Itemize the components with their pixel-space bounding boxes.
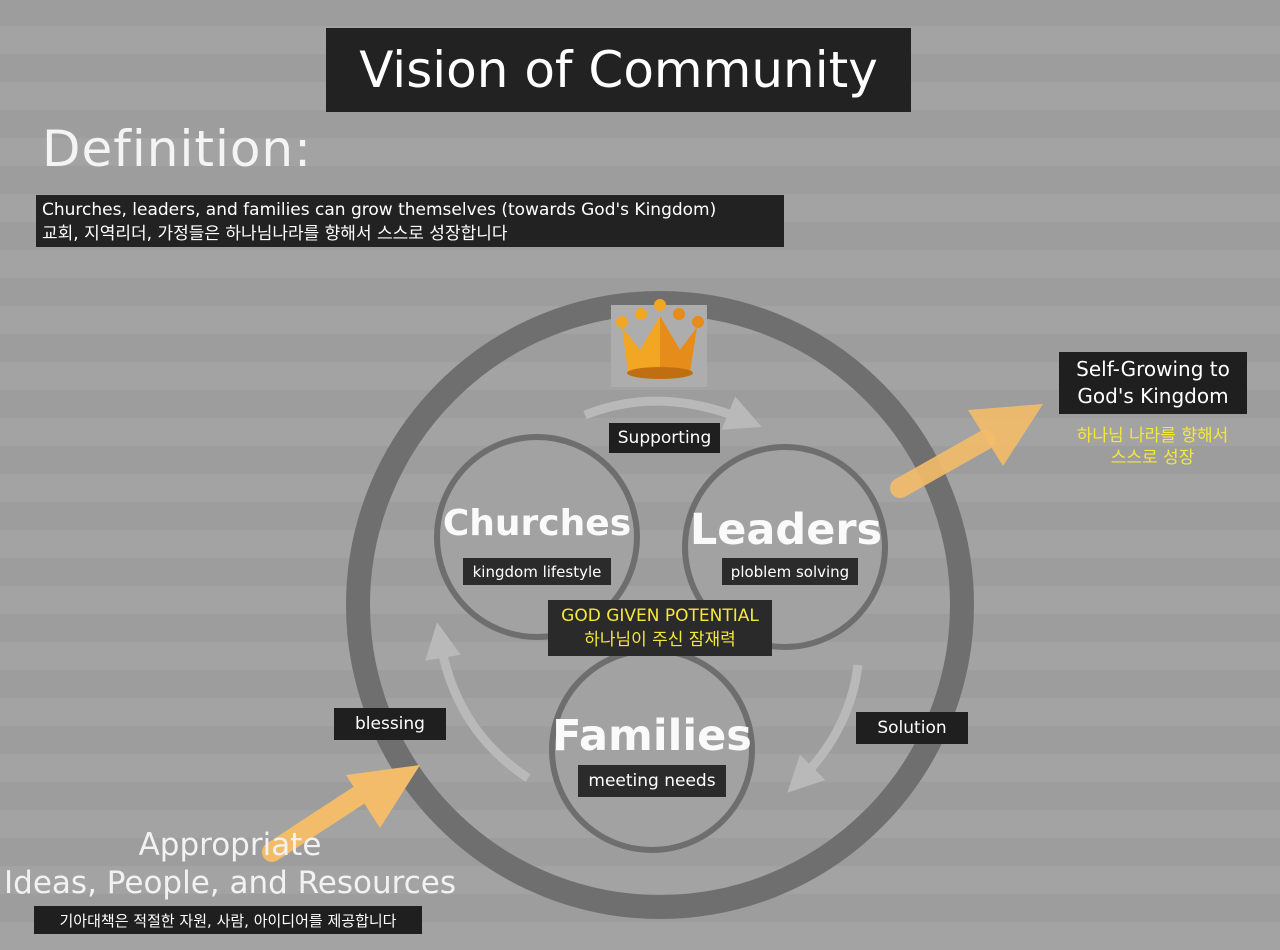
families-title: Families	[552, 711, 752, 761]
input-resources-text: Appropriate Ideas, People, and Resources	[0, 826, 460, 902]
leaders-title: Leaders	[689, 505, 883, 555]
definition-box: Churches, leaders, and families can grow…	[36, 195, 784, 247]
self-growing-line2: God's Kingdom	[1077, 384, 1229, 408]
churches-subtitle: kingdom lifestyle	[463, 558, 611, 585]
cycle-arrow-right	[787, 664, 863, 793]
families-subtitle: meeting needs	[578, 765, 726, 797]
potential-english: GOD GIVEN POTENTIAL	[561, 606, 759, 626]
cycle-arrow-top	[583, 396, 762, 430]
definition-english: Churches, leaders, and families can grow…	[42, 200, 717, 220]
page-title: Vision of Community	[326, 28, 911, 112]
churches-title: Churches	[442, 503, 632, 544]
supporting-label: Supporting	[609, 423, 720, 453]
output-arrow-icon	[890, 404, 1043, 498]
input-korean: 기아대책은 적절한 자원, 사람, 아이디어를 제공합니다	[34, 906, 422, 934]
god-given-potential-box: GOD GIVEN POTENTIAL 하나님이 주신 잠재력	[548, 600, 772, 656]
churches-circle	[434, 434, 640, 640]
blessing-label: blessing	[334, 708, 446, 740]
leaders-subtitle: ploblem solving	[722, 558, 858, 585]
self-growing-box: Self-Growing to God's Kingdom	[1059, 352, 1247, 414]
input-line2: Ideas, People, and Resources	[4, 865, 456, 901]
definition-heading: Definition:	[42, 120, 312, 178]
crown-icon	[611, 299, 707, 387]
self-growing-line1: Self-Growing to	[1076, 357, 1230, 381]
potential-korean: 하나님이 주신 잠재력	[584, 630, 736, 650]
leaders-circle	[682, 444, 888, 650]
definition-korean: 교회, 지역리더, 가정들은 하나님나라를 향해서 스스로 성장합니다	[42, 224, 508, 244]
cycle-arrow-left	[425, 622, 531, 782]
self-growing-korean-line2: 스스로 성장	[1110, 448, 1195, 468]
self-growing-korean-line1: 하나님 나라를 향해서	[1076, 426, 1229, 446]
input-line1: Appropriate	[138, 827, 322, 863]
solution-label: Solution	[856, 712, 968, 744]
input-arrow-icon	[262, 765, 420, 862]
self-growing-korean: 하나님 나라를 향해서 스스로 성장	[1050, 425, 1255, 469]
